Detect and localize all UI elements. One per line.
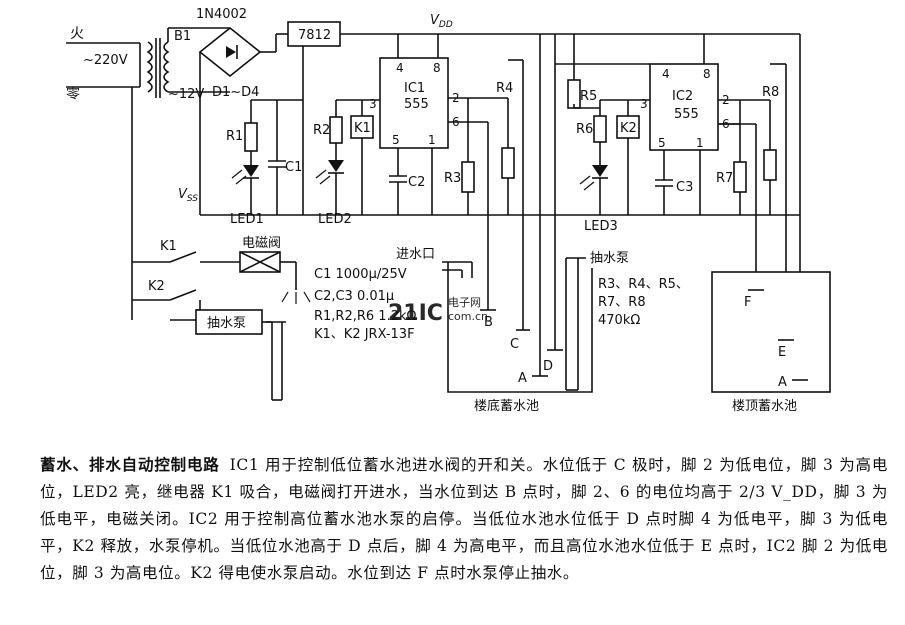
led1-symbol <box>243 165 259 177</box>
diodes-label: D1~D4 <box>212 85 259 100</box>
probe-b-label: B <box>484 315 493 330</box>
r1-c1-led1: R1 LED1 C1 <box>226 99 303 227</box>
c2-label: C2 <box>408 175 425 190</box>
probe-e-label: E <box>778 345 786 360</box>
diode-part-label: 1N4002 <box>196 7 247 22</box>
led2-label: LED2 <box>318 212 352 227</box>
pump-box <box>195 309 263 335</box>
probe-c-label: C <box>510 337 519 352</box>
resistor-r6 <box>593 115 607 143</box>
ic2-section: R5 R6 LED3 K2 IC2 555 4 8 2 6 3 5 1 <box>555 33 801 380</box>
transformer: B1 ~12V <box>146 27 230 102</box>
pump-pipe-label: 抽水泵 <box>590 251 629 266</box>
ic1-type-label: 555 <box>404 97 429 112</box>
neutral-label: 零 <box>66 86 80 102</box>
led1-label: LED1 <box>230 212 264 227</box>
caption-title: 蓄水、排水自动控制电路 <box>40 456 220 474</box>
load-circuit: K1 电磁阀 K2 抽水泵 <box>131 236 311 401</box>
upper-tank-label: 楼顶蓄水池 <box>732 399 797 414</box>
resistor-r7 <box>733 161 747 193</box>
r4-label: R4 <box>496 81 513 96</box>
resistor-r3 <box>461 161 475 193</box>
ic1-555: IC1 555 4 8 2 6 3 5 1 C2 R3 R4 <box>369 34 524 330</box>
k1-switch-label: K1 <box>160 239 177 254</box>
upper-tank-body <box>711 271 831 393</box>
c3-label: C3 <box>676 180 693 195</box>
ic2-pin5: 5 <box>658 136 666 150</box>
parts-list: C1 1000μ/25V C2,C3 0.01μ R1,R2,R6 1.2kΩ … <box>314 267 417 342</box>
parts-r1r2r6: R1,R2,R6 1.2kΩ <box>314 309 417 324</box>
resistor-note: R3、R4、R5、 R7、R8 470kΩ <box>598 277 689 328</box>
lower-tank: 进水口 抽水泵 B C D A 楼底蓄水池 <box>396 247 629 414</box>
ground-rail: VSS <box>178 187 800 216</box>
resistor-r5 <box>567 79 581 109</box>
led3-symbol <box>592 165 608 177</box>
led3-label: LED3 <box>584 219 618 234</box>
bridge-rectifier: 1N4002 D1~D4 <box>196 7 277 215</box>
ic1-label: IC1 <box>404 81 425 96</box>
ic1-pin8: 8 <box>433 61 441 75</box>
r2-label: R2 <box>313 123 330 138</box>
r5-label: R5 <box>580 89 597 104</box>
ic1-body <box>379 57 449 149</box>
note-line1: R3、R4、R5、 <box>598 277 689 292</box>
resistor-r4 <box>501 147 515 179</box>
ic2-pin3: 3 <box>640 97 648 111</box>
parts-c2c3: C2,C3 0.01μ <box>314 289 394 304</box>
ic1-pin4: 4 <box>396 61 404 75</box>
ic2-pin8: 8 <box>703 67 711 81</box>
inlet-label: 进水口 <box>396 247 435 262</box>
r2-k1-led2: R2 LED2 K1 <box>313 99 380 227</box>
pump-box-label: 抽水泵 <box>207 316 246 331</box>
ic2-type-label: 555 <box>674 107 699 122</box>
ic1-pin3: 3 <box>369 97 377 111</box>
probe-a-upper-label: A <box>778 375 787 390</box>
note-line2: R7、R8 <box>598 295 646 310</box>
watermark-sub1: 电子网 <box>448 296 481 309</box>
r8-label: R8 <box>762 85 779 100</box>
watermark-sub2: com.cn <box>448 310 488 323</box>
vdd-label: VDD <box>430 13 453 30</box>
vss-label: VSS <box>178 187 198 204</box>
transformer-label: B1 <box>174 29 191 44</box>
mains-input: 火 ~220V 零 <box>66 26 141 300</box>
ic2-pin1: 1 <box>696 136 704 150</box>
led2-symbol <box>328 160 344 172</box>
valve-label: 电磁阀 <box>242 236 281 251</box>
parts-k1k2: K1、K2 JRX-13F <box>314 327 415 342</box>
ic2-body <box>649 63 719 151</box>
k2-coil-label: K2 <box>620 121 637 136</box>
k1-coil-label: K1 <box>354 121 371 136</box>
ic1-pin1: 1 <box>428 133 436 147</box>
c1-label: C1 <box>285 160 302 175</box>
note-line3: 470kΩ <box>598 313 640 328</box>
watermark-main: 21IC <box>388 301 443 326</box>
regulator-label: 7812 <box>298 28 331 43</box>
site-watermark: 21IC 电子网 com.cn <box>388 296 488 326</box>
upper-tank: F E A 楼顶蓄水池 <box>711 271 831 414</box>
live-label: 火 <box>70 26 84 42</box>
probe-f-label: F <box>744 295 751 310</box>
resistor-r1 <box>244 122 258 152</box>
voltage-regulator: 7812 VDD <box>276 13 640 215</box>
secondary-voltage-label: ~12V <box>168 87 204 102</box>
parts-c1: C1 1000μ/25V <box>314 267 407 282</box>
circuit-schematic: 火 ~220V 零 B1 ~12V 1N4002 D1~D4 7812 VDD <box>66 7 831 414</box>
probe-a-lower-label: A <box>518 371 527 386</box>
ac-voltage-label: ~220V <box>83 53 128 68</box>
k2-switch-label: K2 <box>148 279 165 294</box>
probe-d-label: D <box>543 359 553 374</box>
r1-label: R1 <box>226 129 243 144</box>
lower-tank-label: 楼底蓄水池 <box>474 398 539 414</box>
r7-label: R7 <box>716 171 733 186</box>
resistor-r2 <box>329 116 343 144</box>
ic2-label: IC2 <box>672 89 693 104</box>
resistor-r8 <box>763 149 777 181</box>
caption-body: IC1 用于控制低位蓄水池进水阀的开和关。水位低于 C 极时，脚 2 为低电位，… <box>40 456 888 582</box>
ic2-pin4: 4 <box>662 67 670 81</box>
r6-label: R6 <box>576 122 593 137</box>
r3-label: R3 <box>444 171 461 186</box>
ic1-pin5: 5 <box>392 133 400 147</box>
